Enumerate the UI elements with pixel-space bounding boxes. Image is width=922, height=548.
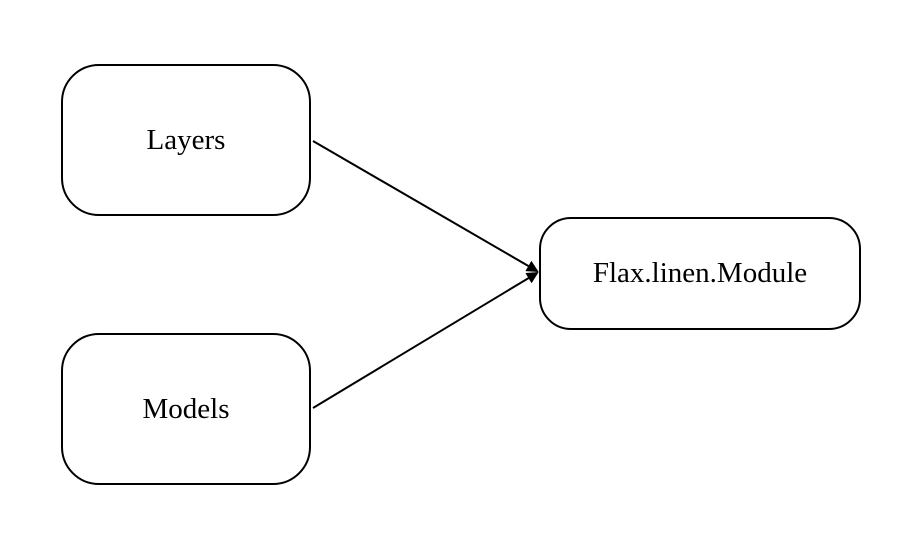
node-models-label: Models xyxy=(142,392,230,425)
node-layers: Layers xyxy=(61,64,311,216)
edge-models-to-module xyxy=(312,271,539,409)
node-flax-linen-module: Flax.linen.Module xyxy=(539,217,861,330)
node-models: Models xyxy=(61,333,311,485)
edge-layers-to-module xyxy=(312,140,539,273)
node-layers-label: Layers xyxy=(146,123,226,156)
node-flax-linen-module-label: Flax.linen.Module xyxy=(592,257,808,289)
